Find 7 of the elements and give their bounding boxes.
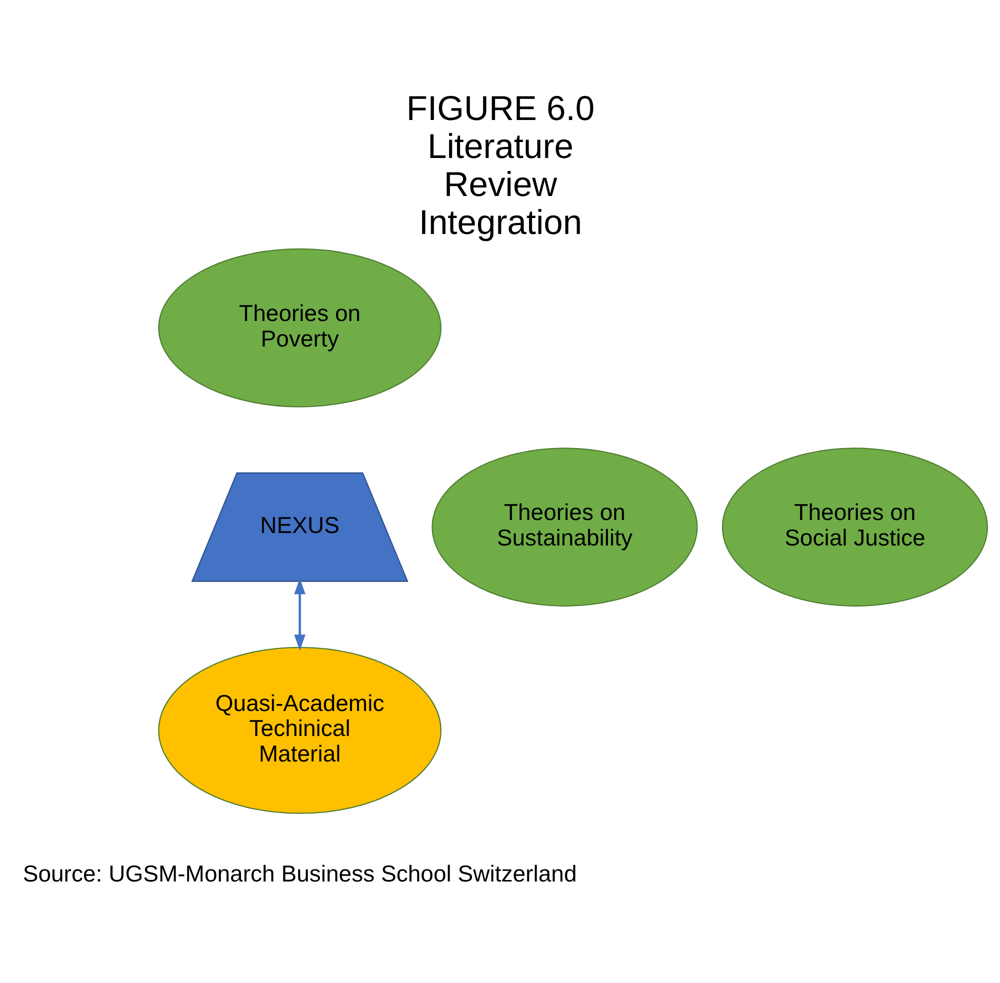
arrow — [294, 578, 305, 650]
caption: Source: UGSM-Monarch Business School Switzerland — [22, 860, 576, 886]
node-ellipse: Theories on Sustainability — [431, 447, 698, 606]
diagram-title: FIGURE 6.0 Literature Review Integration — [406, 89, 594, 242]
node-ellipse: Quasi-Academic Techinical Material — [158, 646, 441, 814]
node-ellipse: Theories on Poverty — [158, 248, 441, 407]
node-ellipse: Theories on Social Justice — [721, 447, 988, 606]
